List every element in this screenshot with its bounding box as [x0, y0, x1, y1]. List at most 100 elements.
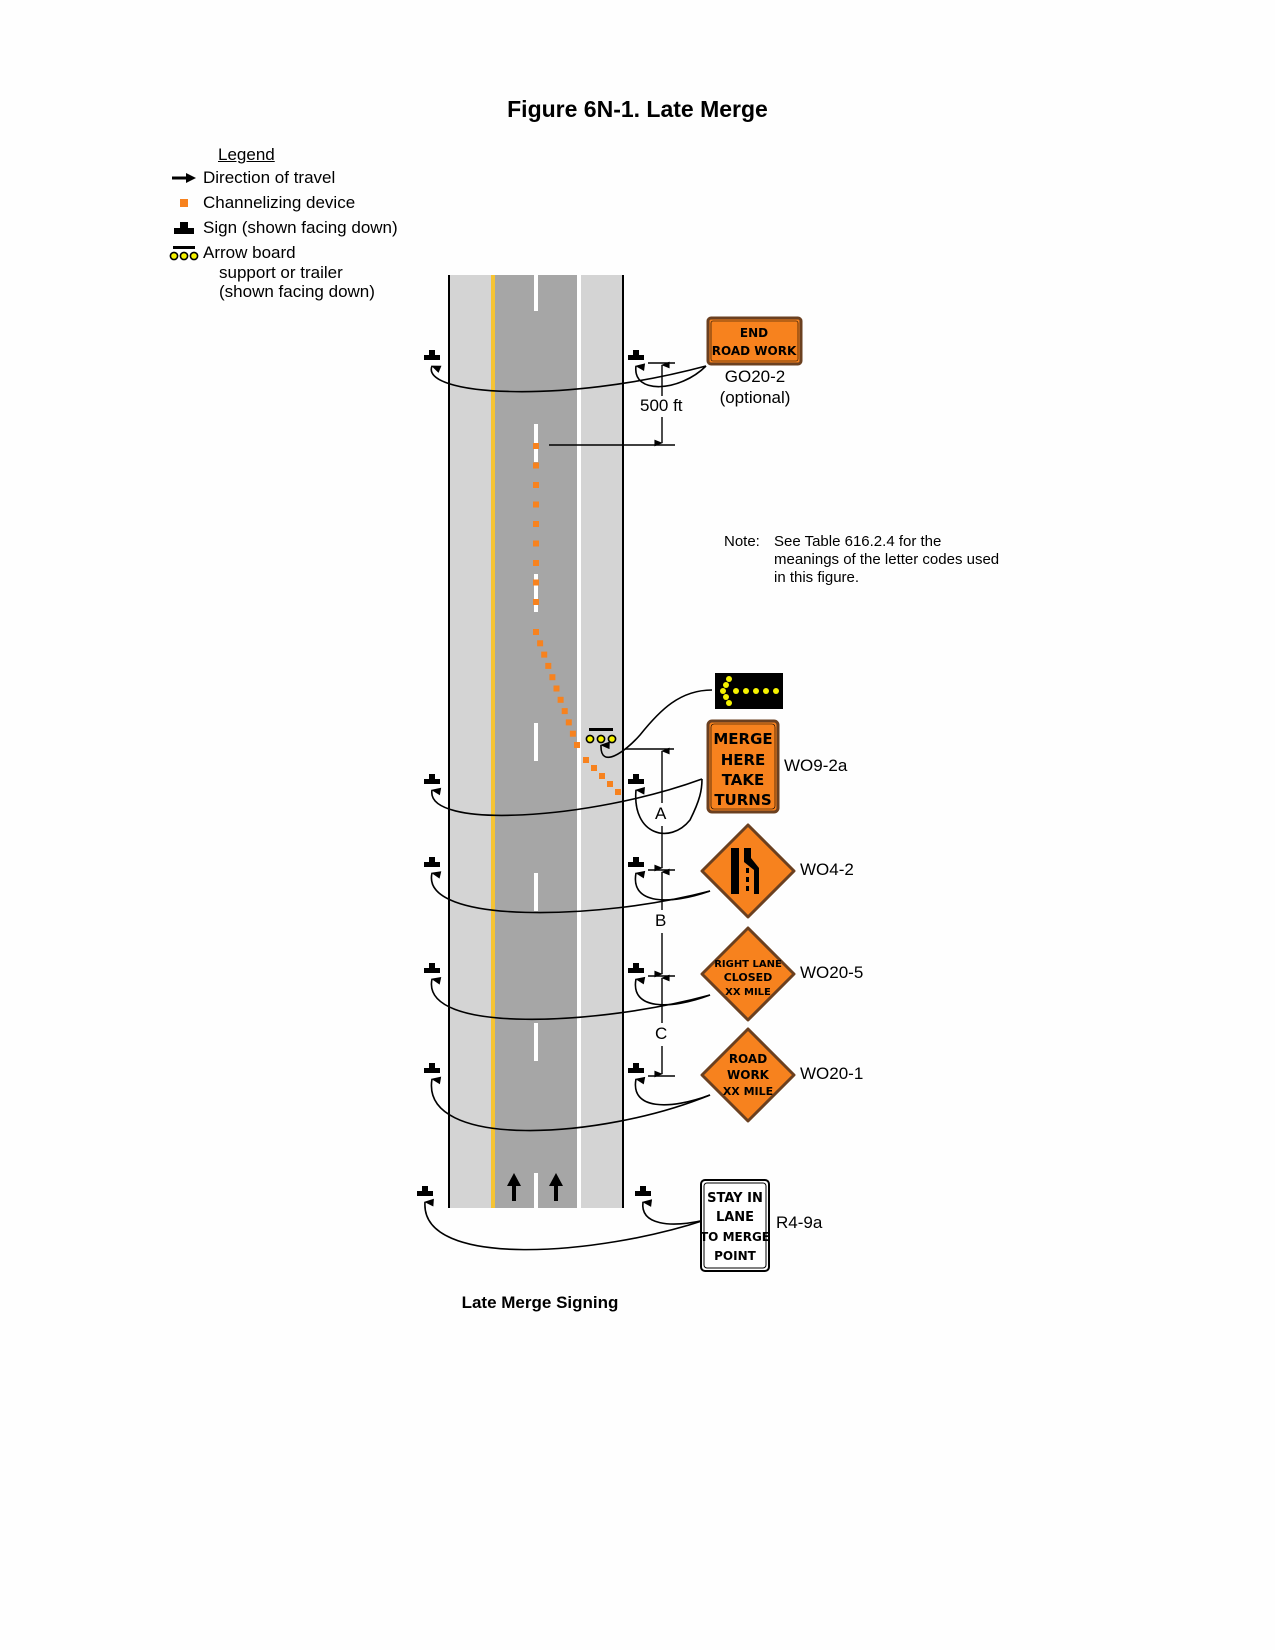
legend-item-arrow-board: Arrow board — [165, 243, 296, 263]
left-shoulder — [449, 275, 493, 1208]
channelizing-device — [569, 730, 576, 737]
sign-text: CLOSED — [724, 971, 773, 984]
channelizing-devices — [533, 443, 621, 795]
sign-support-icon — [424, 774, 440, 784]
arrow-board-panel — [715, 673, 783, 709]
sign-support-icon — [628, 963, 644, 973]
leader-line — [424, 1198, 706, 1251]
dimension-500ft: 500 ft — [638, 396, 685, 416]
legend-item-sign: Sign (shown facing down) — [165, 218, 398, 238]
channelizing-device-icon — [165, 198, 203, 208]
channelizing-device — [533, 462, 539, 469]
sign-text: ROAD — [729, 1052, 767, 1066]
yellow-edge-line — [491, 275, 495, 1208]
channelizing-device — [553, 685, 560, 692]
arrow-board-trailer — [585, 728, 617, 744]
sign-support-icon — [628, 857, 644, 867]
lane-dash — [534, 275, 538, 311]
lane-dash — [534, 873, 538, 911]
legend-label: Arrow board — [203, 243, 296, 262]
sign-code-wo20-1: WO20-1 — [800, 1064, 864, 1083]
figure-caption: Late Merge Signing — [461, 1293, 619, 1312]
sign-code-go20-2: GO20-2 (optional) — [712, 366, 798, 408]
channelizing-device — [574, 742, 580, 748]
channelizing-device — [533, 540, 539, 547]
direction-arrow-icon — [507, 1173, 521, 1201]
note-label: Note: — [724, 533, 760, 550]
sign-support-icon — [417, 1186, 433, 1196]
figure-title: Figure 6N-1. Late Merge — [507, 96, 768, 122]
channelizing-device — [533, 521, 539, 527]
sign-support-icon — [628, 774, 644, 784]
direction-arrows — [507, 1173, 563, 1201]
sign-text: ROAD WORK — [712, 344, 797, 358]
leader-line — [634, 870, 711, 901]
sign-code-r4-9a: R4-9a — [776, 1213, 823, 1232]
channelizing-device — [565, 719, 572, 726]
lane-dash — [534, 574, 538, 612]
sign-text: TAKE — [722, 771, 765, 789]
legend-sublabel: support or trailer — [219, 263, 343, 282]
leader-line — [431, 778, 703, 817]
sign-text: POINT — [714, 1249, 757, 1263]
sign-support-icon — [424, 1063, 440, 1073]
lane-dash — [534, 723, 538, 761]
legend-title: Legend — [218, 145, 275, 164]
channelizing-device — [557, 696, 564, 703]
arrow-board-icon — [165, 245, 203, 261]
channelizing-device — [533, 443, 539, 449]
leader-line — [430, 977, 711, 1021]
channelizing-device — [549, 674, 556, 681]
channelizing-device — [533, 599, 539, 605]
direction-arrow-icon — [165, 172, 203, 184]
leader-line — [430, 365, 707, 393]
sign-text: TO MERGE — [700, 1230, 770, 1244]
legend-sublabel: (shown facing down) — [219, 282, 375, 301]
leader-line — [635, 363, 707, 388]
sign-support-icon — [424, 963, 440, 973]
channelizing-device — [561, 708, 568, 715]
sign-supports — [417, 350, 651, 1196]
roadway — [448, 275, 624, 1208]
channelizing-device — [615, 789, 621, 795]
leader-line — [430, 871, 711, 914]
leader-lines — [424, 363, 713, 1251]
channelizing-device — [533, 560, 539, 566]
sign-text: XX MILE — [723, 1085, 773, 1098]
channelizing-device — [541, 651, 548, 658]
channelizing-device — [533, 482, 539, 488]
sign-support-icon — [424, 857, 440, 867]
legend-item-channelizer: Channelizing device — [165, 193, 355, 213]
lane-dash — [534, 1023, 538, 1061]
channelizing-device — [591, 765, 597, 771]
sign-support-icon — [628, 350, 644, 360]
channelizing-device — [607, 781, 613, 787]
sign-text: END — [740, 326, 768, 340]
sign-text: TURNS — [714, 791, 771, 809]
legend-item-direction: Direction of travel — [165, 168, 335, 188]
sign-r4-9a: STAY IN LANE TO MERGE POINT — [700, 1179, 770, 1272]
dimension-b: B — [653, 911, 669, 931]
sign-text: HERE — [721, 751, 766, 769]
leader-line — [635, 778, 703, 835]
sign-qualifier: (optional) — [719, 388, 791, 407]
sign-wo4-2 — [700, 823, 796, 919]
dimension-c: C — [653, 1024, 670, 1044]
sign-text: XX MILE — [725, 987, 771, 998]
legend-label: Channelizing device — [203, 193, 356, 212]
channelizing-device — [583, 757, 589, 763]
sign-support-icon — [628, 1063, 644, 1073]
legend-label: Direction of travel — [203, 168, 336, 187]
leader-line — [634, 976, 711, 1006]
lane-dash — [534, 1173, 538, 1208]
channelizing-device — [537, 640, 544, 647]
sign-text: WORK — [727, 1068, 770, 1082]
sign-code-wo9-2a: WO9-2a — [784, 756, 848, 775]
sign-text: RIGHT LANE — [714, 959, 782, 970]
channelizing-device — [533, 579, 539, 586]
channelizing-device — [599, 773, 605, 779]
sign-code-wo20-5: WO20-5 — [800, 963, 864, 982]
sign-text: STAY IN — [707, 1191, 763, 1206]
right-edge-line — [577, 275, 581, 1208]
